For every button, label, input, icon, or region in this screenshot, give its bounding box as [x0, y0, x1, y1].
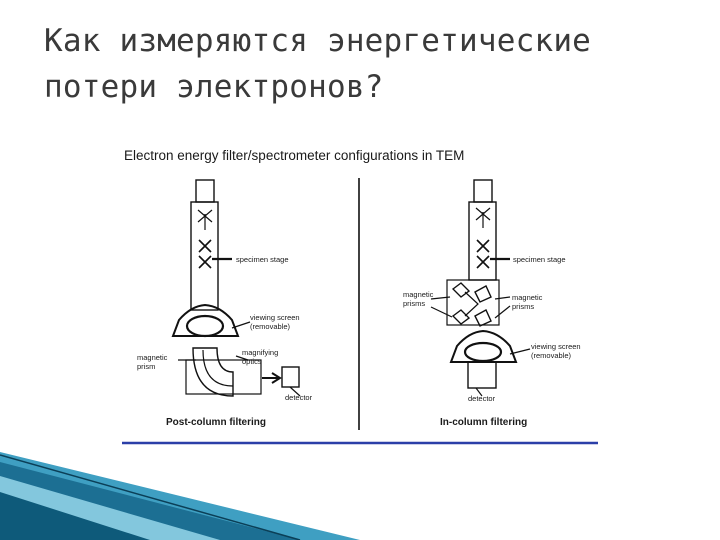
- post-column-caption: Post-column filtering: [166, 417, 266, 428]
- post-label-viewing-screen: viewing screen: [250, 313, 300, 322]
- post-column-body: [190, 201, 219, 311]
- in-label-specimen-stage: specimen stage: [513, 255, 566, 264]
- post-label-optics: optics: [242, 357, 262, 366]
- post-detector: [281, 366, 300, 388]
- post-label-magnetic: magnetic: [137, 353, 168, 362]
- in-prism-lower-left: [451, 309, 471, 325]
- post-viewing-chamber: [171, 303, 240, 337]
- in-label-prisms-left: prisms: [403, 299, 425, 308]
- post-label-removable: (removable): [250, 322, 291, 331]
- post-electron-gun: [195, 179, 215, 203]
- in-label-prisms-right: prisms: [512, 302, 534, 311]
- post-label-specimen-stage: specimen stage: [236, 255, 289, 264]
- in-label-magnetic-left: magnetic: [403, 290, 434, 299]
- post-magnetic-prism: [192, 347, 234, 397]
- slide-title: Как измеряются энергетические потери эле…: [44, 18, 684, 110]
- in-filter-housing: [446, 279, 500, 326]
- post-magnifying-optics: [185, 359, 262, 395]
- in-label-magnetic-right: magnetic: [512, 293, 543, 302]
- in-prism-lower-right: [474, 309, 492, 327]
- in-label-detector: detector: [468, 394, 496, 403]
- slide-title-line-1: Как измеряются энергетические: [44, 23, 592, 59]
- in-viewing-chamber: [449, 329, 518, 363]
- post-label-detector: detector: [285, 393, 313, 402]
- in-detector: [467, 361, 497, 389]
- post-label-magnifying: magnifying: [242, 348, 278, 357]
- slide-title-line-2: потери электронов?: [44, 69, 384, 105]
- in-label-viewing-screen: viewing screen: [531, 342, 581, 351]
- in-column-caption: In-column filtering: [440, 417, 527, 428]
- in-prism-upper-left: [451, 282, 471, 298]
- figure-title: Electron energy filter/spectrometer conf…: [124, 148, 464, 163]
- in-column-diagram: [430, 179, 531, 397]
- post-column-diagram: [171, 179, 301, 397]
- post-label-prism: prism: [137, 362, 155, 371]
- in-prism-upper-right: [474, 285, 492, 303]
- in-electron-gun: [473, 179, 493, 203]
- in-label-removable: (removable): [531, 351, 572, 360]
